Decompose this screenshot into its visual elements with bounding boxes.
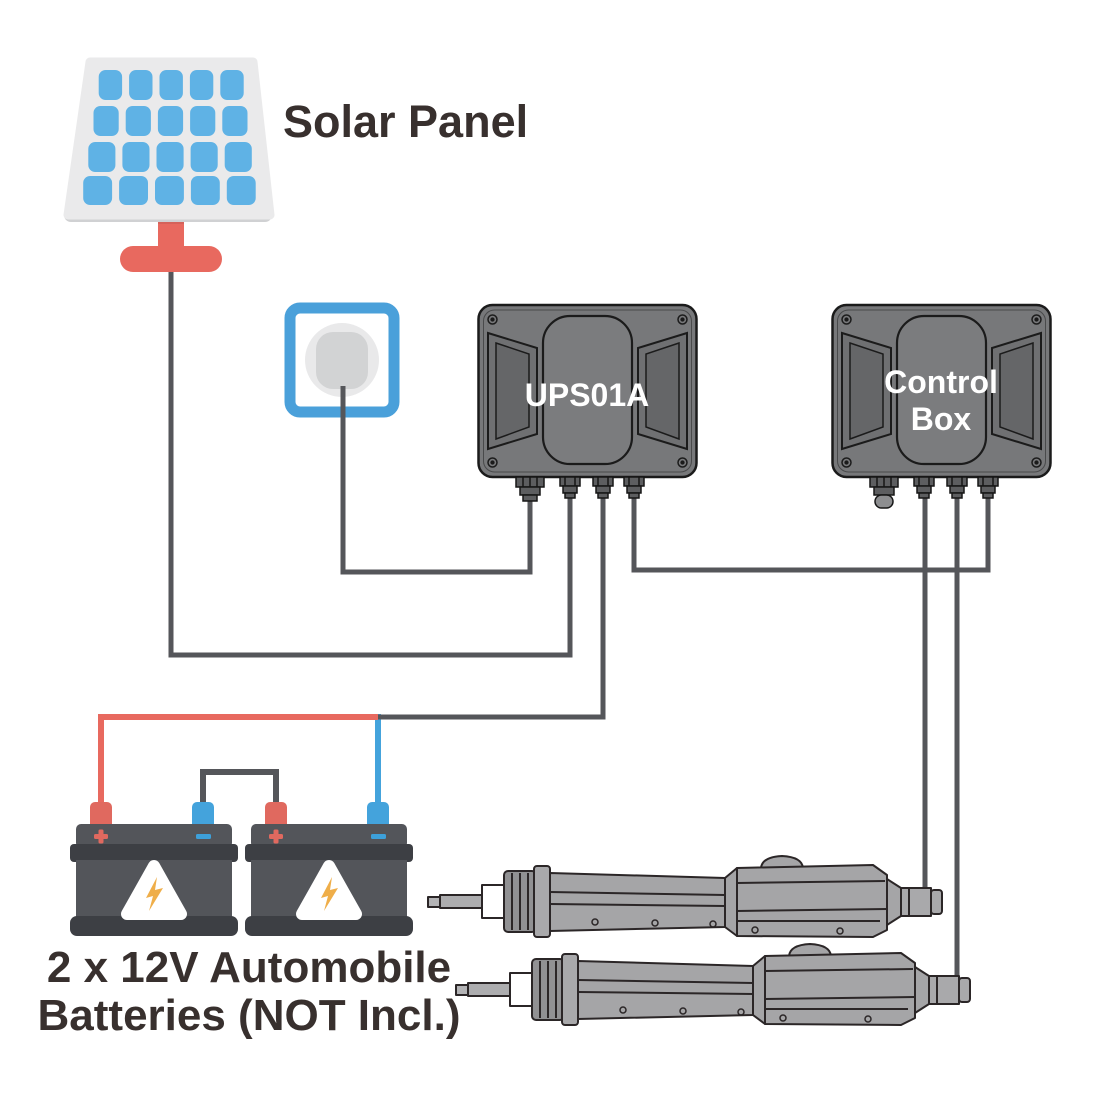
ups-box-label: UPS01A [524, 377, 650, 413]
actuator-cable-end [928, 975, 960, 1005]
battery-bottom-band [70, 916, 238, 936]
battery-lid [76, 824, 232, 848]
battery-top-band [245, 844, 413, 862]
solar-panel-frame [63, 57, 275, 220]
battery-1 [70, 802, 238, 936]
negative-terminal [367, 802, 389, 830]
plus-terminal-icon [94, 829, 108, 844]
actuator-2 [455, 943, 971, 1026]
control-box-label-line2: Box [910, 401, 972, 437]
wire-battery-jumper [200, 769, 279, 810]
wire-solar-to-ups [168, 260, 573, 658]
actuator-1 [427, 855, 943, 938]
minus-terminal-icon [371, 834, 386, 839]
corner-screw-icon [841, 314, 1042, 468]
wire-ups-to-control-box [631, 496, 991, 573]
corner-screw-icon [487, 314, 688, 468]
wire-outlet-to-ups [340, 386, 533, 575]
gland-dome-cap [874, 494, 894, 509]
actuator-rod [439, 894, 485, 909]
actuator-arm [577, 960, 754, 1020]
plus-terminal-icon [269, 829, 283, 844]
wire-ups-to-battery-junction [377, 496, 606, 720]
battery-lid [251, 824, 407, 848]
control-box [831, 303, 1052, 509]
center-panel [541, 314, 634, 466]
solar-cell-grid [83, 70, 256, 205]
cable-glands [869, 476, 999, 509]
actuator-motor-housing [736, 864, 888, 938]
lightning-bolt-icon [321, 877, 338, 911]
battery-bottom-band [245, 916, 413, 936]
solar-stand-base [120, 246, 222, 272]
negative-terminal [192, 802, 214, 830]
actuator-motor-housing [764, 952, 916, 1026]
actuator-flange [561, 953, 579, 1026]
battery-top-band [70, 844, 238, 862]
actuator-knob [788, 943, 832, 957]
batteries-caption-line1: 2 x 12V Automobile [46, 943, 452, 992]
lightning-bolt-icon [146, 877, 163, 911]
center-panel [895, 314, 988, 466]
actuator-knob [760, 855, 804, 869]
wire-battery1-positive-red [98, 714, 378, 810]
cable-glands [515, 476, 645, 502]
outlet-socket-inner [316, 332, 368, 389]
battery-2 [245, 802, 413, 936]
positive-terminal [90, 802, 112, 830]
minus-terminal-icon [196, 834, 211, 839]
batteries-caption-line2: Batteries (NOT Incl.) [37, 991, 461, 1040]
actuator-arm [549, 872, 726, 932]
solar-panel [63, 57, 275, 272]
batteries-caption: 2 x 12V Automobile Batteries (NOT Incl.) [10, 944, 488, 1040]
actuator-cable-end [900, 887, 932, 917]
control-box-label: Control Box [841, 364, 1041, 438]
actuator-flange [533, 865, 551, 938]
positive-terminal [265, 802, 287, 830]
ups01a-box [477, 303, 698, 502]
wall-outlet [284, 302, 400, 418]
solar-panel-label: Solar Panel [283, 96, 529, 147]
control-box-label-line1: Control [884, 364, 998, 400]
